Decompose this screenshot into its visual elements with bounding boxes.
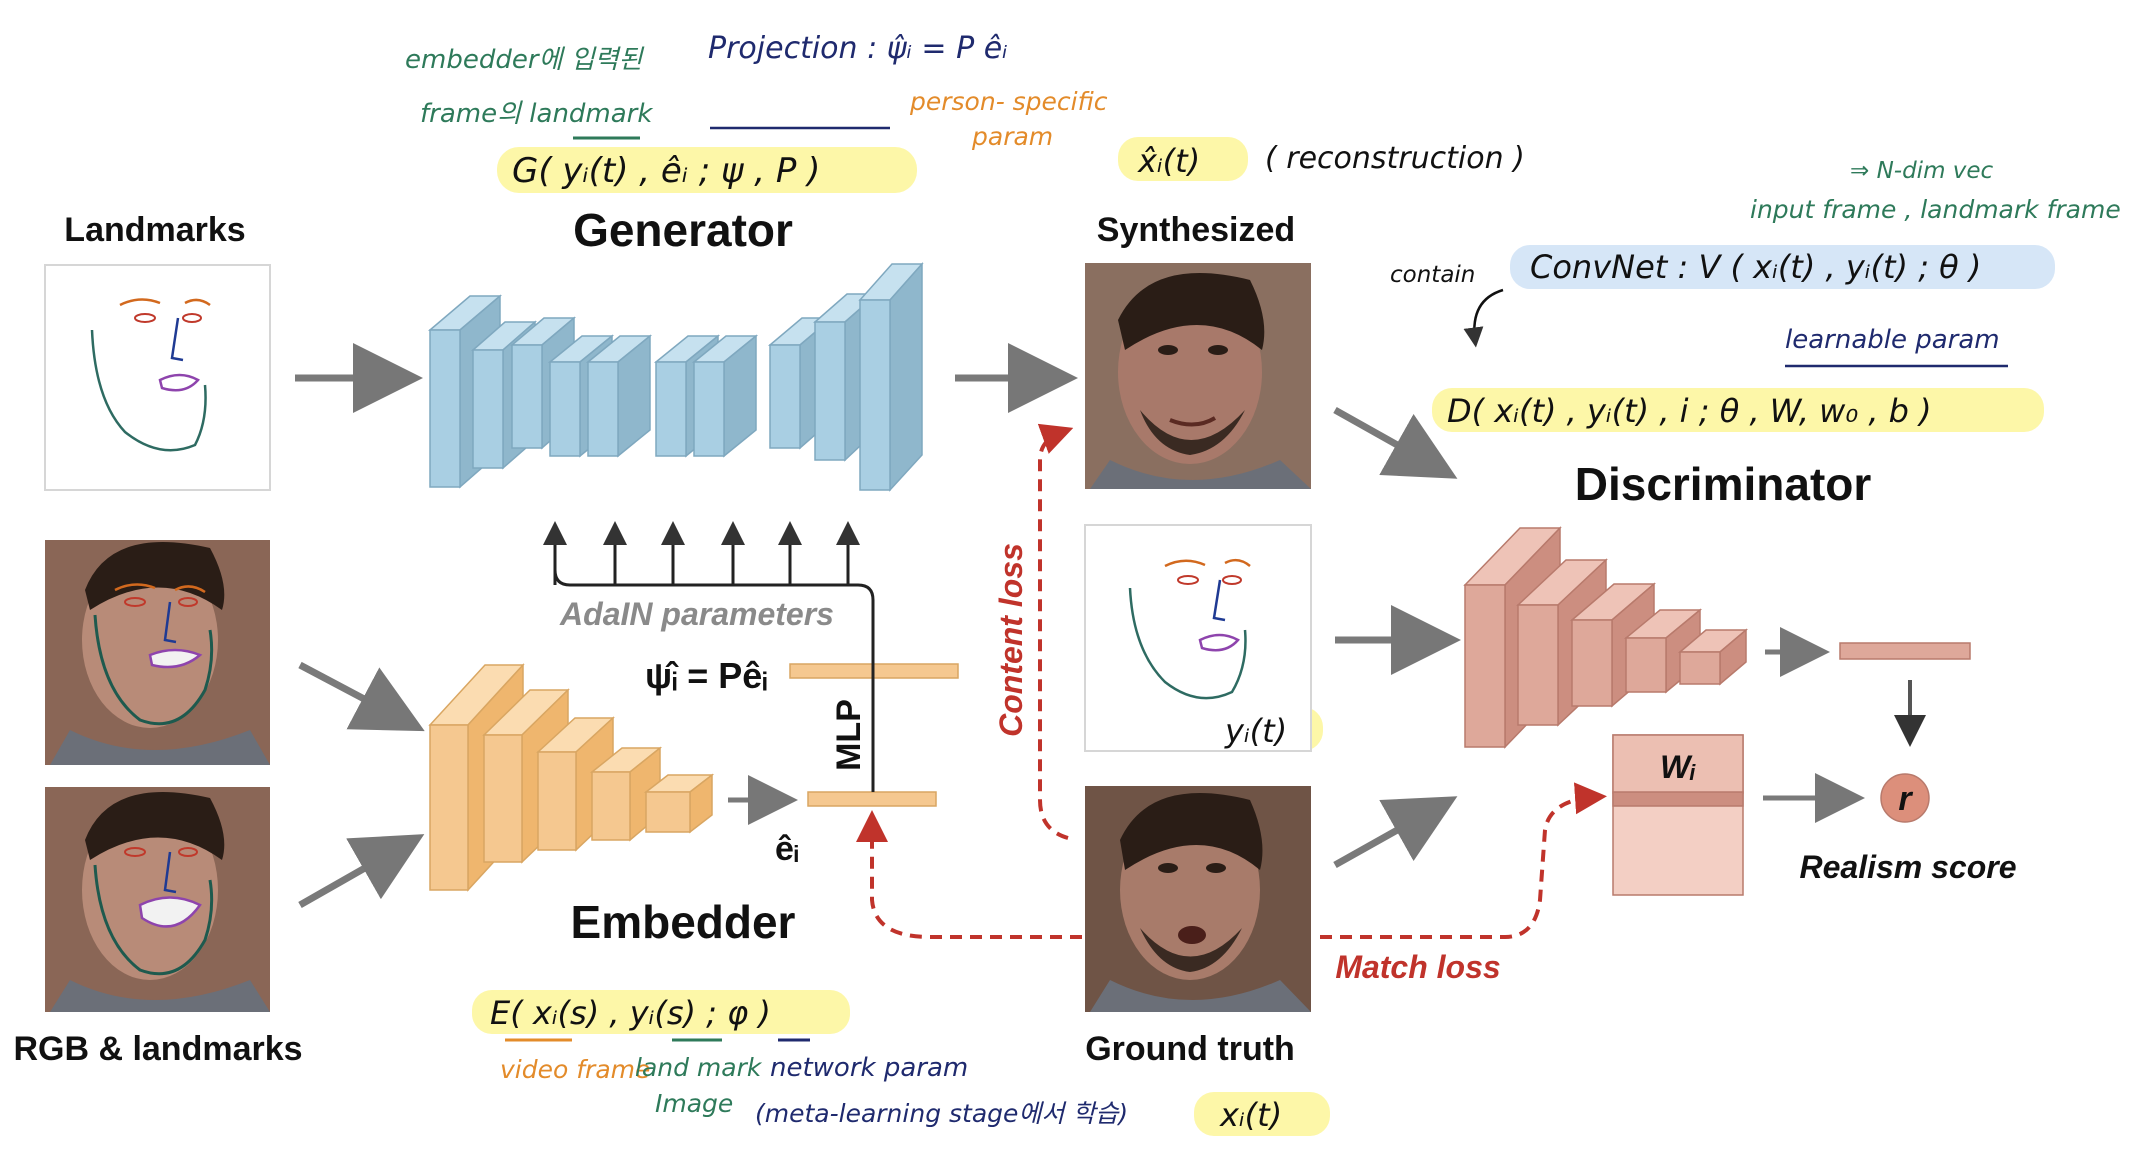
content-loss-label: Content loss bbox=[993, 543, 1029, 737]
arrow-gt-disc bbox=[1333, 796, 1458, 869]
note-person-specific-2: param bbox=[971, 122, 1053, 151]
arrow-rgb2-embedder bbox=[298, 834, 425, 909]
note-landmark-image-2: Image bbox=[655, 1089, 733, 1118]
match-loss-embedder-path bbox=[856, 810, 1082, 939]
content-loss-path bbox=[1037, 423, 1074, 840]
w-matrix bbox=[1612, 734, 1744, 896]
note-contain: contain bbox=[1390, 262, 1475, 288]
convnet-highlight bbox=[1510, 245, 2055, 289]
embedder-network bbox=[428, 663, 715, 892]
note-contain-arrow bbox=[1463, 288, 1504, 348]
ground-truth-photo bbox=[1085, 786, 1311, 1012]
rgb-landmarks-label: RGB & landmarks bbox=[13, 1030, 302, 1068]
note-n-dim: ⇒ N-dim vec bbox=[1850, 158, 1994, 184]
note-e-formula: E( xᵢ(s) , yᵢ(s) ; φ ) bbox=[490, 994, 771, 1032]
adain-connector bbox=[543, 521, 875, 640]
adain-label: AdaIN parameters bbox=[559, 596, 834, 632]
mlp-bottom-bar bbox=[807, 791, 937, 807]
landmark-image-top bbox=[44, 264, 271, 491]
note-d-formula: D( xᵢ(t) , yᵢ(t) , i ; θ , W, w₀ , b ) bbox=[1447, 392, 1932, 430]
embedder-label: Embedder bbox=[571, 896, 796, 948]
d-formula-highlight bbox=[1432, 388, 2044, 432]
synthesized-label: Synthesized bbox=[1097, 211, 1295, 249]
synthesized-photo bbox=[1085, 263, 1311, 489]
landmark-image-middle bbox=[1084, 524, 1312, 752]
embedder-layer bbox=[643, 773, 715, 834]
g-formula-highlight bbox=[497, 147, 917, 193]
mlp-label: MLP bbox=[830, 699, 868, 771]
discriminator-output-bar bbox=[1839, 642, 1971, 660]
rgb-photo-1 bbox=[45, 540, 270, 765]
discriminator-network bbox=[1463, 526, 1749, 749]
note-landmark-image-1: land mark bbox=[635, 1053, 763, 1082]
note-g-formula: G( yᵢ(t) , êᵢ ; ψ , P ) bbox=[512, 151, 820, 191]
note-y-t: yᵢ(t) bbox=[1224, 712, 1287, 750]
discriminator-label: Discriminator bbox=[1575, 458, 1872, 510]
note-x-hat: x̂ᵢ(t) bbox=[1137, 142, 1200, 180]
match-loss-path bbox=[1320, 782, 1607, 939]
arrow-synth-disc bbox=[1333, 406, 1458, 479]
e-formula-highlight bbox=[472, 990, 850, 1034]
note-input-frame: input frame , landmark frame bbox=[1750, 195, 2121, 224]
generator-layer bbox=[691, 334, 759, 458]
rgb-photo-2 bbox=[45, 787, 270, 1012]
note-convnet: ConvNet : V ( xᵢ(t) , yᵢ(t) ; θ ) bbox=[1530, 248, 1981, 286]
ground-truth-label: Ground truth bbox=[1085, 1030, 1295, 1068]
generator-layer bbox=[585, 334, 653, 458]
realism-score-label: Realism score bbox=[1799, 849, 2016, 885]
landmarks-label: Landmarks bbox=[64, 211, 245, 249]
note-person-specific-1: person- specific bbox=[909, 87, 1108, 116]
arrow-rgb1-embedder bbox=[298, 661, 425, 732]
note-x-t: xᵢ(t) bbox=[1219, 1096, 1282, 1134]
match-loss-label: Match loss bbox=[1335, 949, 1500, 985]
x-t-highlight bbox=[1194, 1092, 1330, 1136]
w-matrix-label: Wᵢ bbox=[1660, 749, 1696, 785]
realism-circle bbox=[1880, 773, 1930, 823]
note-learnable-param: learnable param bbox=[1785, 325, 2000, 355]
generator-layer bbox=[858, 262, 924, 492]
note-network-param: network param bbox=[770, 1053, 968, 1083]
discriminator-layer bbox=[1677, 628, 1749, 686]
e-hat-label: êᵢ bbox=[775, 830, 799, 868]
flow-arrows bbox=[295, 343, 1865, 909]
note-video-frame: video frame bbox=[500, 1055, 650, 1084]
note-meta-learning: (meta-learning stage에서 학습) bbox=[755, 1099, 1128, 1128]
note-projection: Projection : ψ̂ᵢ = P êᵢ bbox=[708, 31, 1008, 66]
note-embedder-input-2: frame의 landmark bbox=[420, 99, 653, 129]
generator-label: Generator bbox=[573, 204, 793, 256]
generator-network bbox=[427, 262, 924, 492]
psi-equation: ψ̂ᵢ = Pêᵢ bbox=[645, 655, 767, 696]
note-embedder-input-1: embedder에 입력된 bbox=[405, 45, 645, 75]
note-reconstruction: ( reconstruction ) bbox=[1265, 141, 1525, 176]
realism-r-label: r bbox=[1898, 780, 1913, 818]
x-hat-highlight bbox=[1118, 137, 1248, 181]
